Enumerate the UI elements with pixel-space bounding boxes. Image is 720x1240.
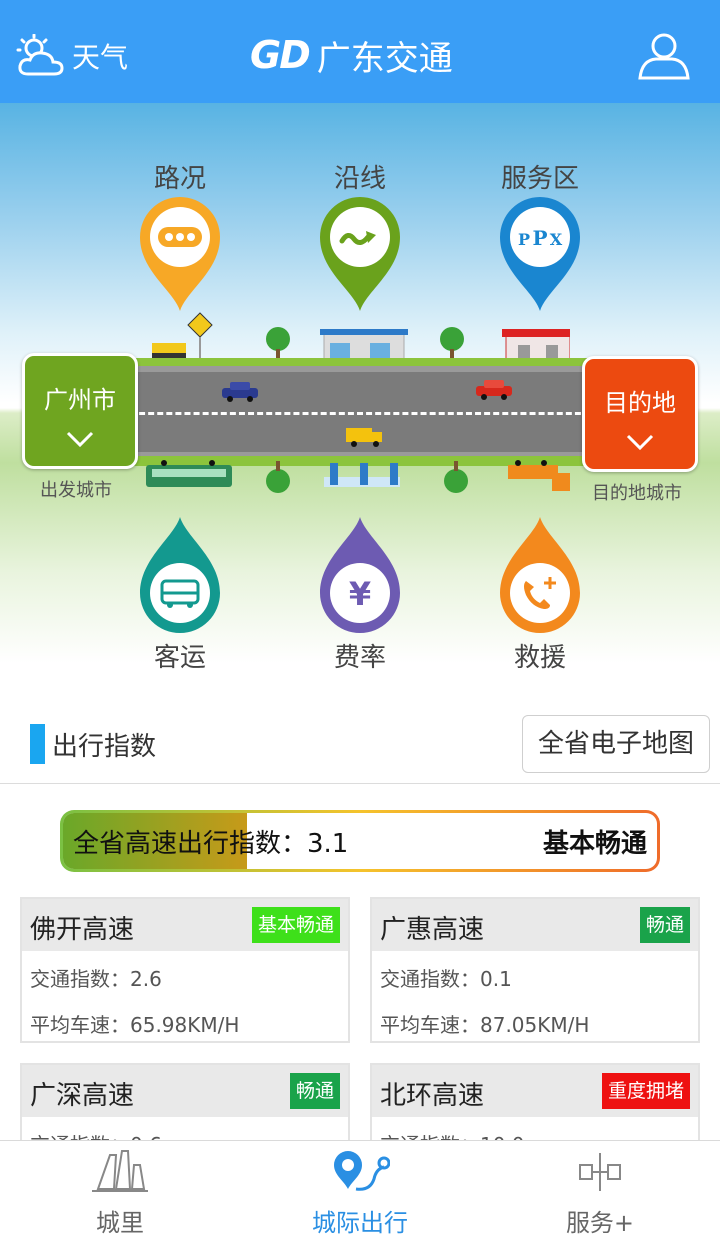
province-index-bar: 全省高速出行指数：3.1 基本畅通 [60,810,660,872]
grass-strip-top [130,358,590,368]
highway-road [130,366,590,458]
traffic-pin-button[interactable] [138,195,222,317]
along-route-pin-button[interactable] [318,195,402,317]
traffic-index-text: 交通指数：2.6 [30,967,162,991]
toll-gate-icon [324,463,400,487]
passenger-transport-pin-button[interactable] [138,515,222,639]
status-badge: 畅通 [289,1073,340,1109]
car-icon [476,380,512,400]
yen-icon: ¥ [320,517,400,633]
pin-label-service-area: 服务区 [500,164,579,194]
nav-item-service-plus[interactable]: 服务+ [480,1141,720,1240]
pin-label-rescue: 救援 [513,643,566,673]
pin-label-traffic: 路况 [153,164,206,194]
service-area-icon: P X P [500,197,580,311]
origin-city-button[interactable]: 广州市 [22,353,138,469]
roadside-scenery-bottom [146,460,570,493]
city-icon [92,1150,148,1192]
chevron-down-icon [25,425,135,453]
nav-label-service-plus: 服务+ [565,1209,635,1237]
highway-name: 北环高速 [380,1081,485,1111]
destination-city-name: 目的地 [604,389,676,417]
tree-icon [444,461,468,493]
weather-cloud-icon [16,34,64,76]
grass-strip-bottom [130,456,590,466]
gd-logo: GD [250,33,311,77]
nav-label-intercity: 城际出行 [312,1209,408,1237]
road-lane-divider [130,412,590,415]
tree-icon [440,327,464,363]
traffic-index-text: 交通指数：0.1 [380,967,512,991]
nav-item-city[interactable]: 城里 [0,1141,240,1240]
service-area-pin-button[interactable]: P X P [498,195,582,317]
route-arrow-icon [320,197,400,311]
traffic-light-icon [140,197,220,311]
highway-card[interactable]: 广惠高速 畅通 交通指数：0.1 平均车速：87.05KM/H [370,897,700,1043]
section-title: 出行指数 [52,732,157,762]
highway-name: 佛开高速 [30,915,135,945]
travel-index-header: 出行指数 全省电子地图 [0,712,720,784]
highway-name: 广惠高速 [380,915,485,945]
warning-sign-icon [187,312,213,363]
province-map-button[interactable]: 全省电子地图 [522,715,710,773]
destination-city-button[interactable]: 目的地 [582,356,698,472]
bus-icon [140,517,220,633]
truck-icon [346,428,382,447]
status-badge: 畅通 [639,907,690,943]
average-speed-text: 平均车速：87.05KM/H [380,1013,590,1037]
pin-label-toll-rate: 费率 [333,643,386,673]
origin-city-name: 广州市 [44,386,116,414]
chevron-down-icon [585,428,695,456]
highway-card[interactable]: 佛开高速 基本畅通 交通指数：2.6 平均车速：65.98KM/H [20,897,350,1043]
highway-card-header: 北环高速 重度拥堵 [372,1065,698,1117]
svg-text:¥: ¥ [349,575,371,613]
nav-item-intercity[interactable]: 城际出行 [240,1141,480,1240]
status-badge: 基本畅通 [251,907,340,943]
tow-truck-icon [508,460,570,491]
svg-text:P: P [518,230,530,249]
user-icon [638,33,690,80]
pin-label-passenger: 客运 [153,643,206,673]
pin-label-along-route: 沿线 [333,164,386,194]
highway-card-header: 广惠高速 畅通 [372,899,698,951]
app-brand: GD 广东交通 [250,30,453,80]
weather-label: 天气 [72,41,129,74]
nav-label-city: 城里 [96,1209,144,1237]
svg-text:P: P [532,226,547,250]
province-index-track: 全省高速出行指数：3.1 基本畅通 [63,813,657,869]
highway-card-header: 广深高速 畅通 [22,1065,348,1117]
tree-icon [266,461,290,493]
bottom-navigation: 城里 城际出行 服务+ [0,1140,720,1240]
weather-button[interactable]: 天气 [16,32,128,80]
highway-name: 广深高速 [30,1081,135,1111]
bus-side-icon [146,460,232,487]
status-badge: 重度拥堵 [601,1073,690,1109]
average-speed-text: 平均车速：65.98KM/H [30,1013,240,1037]
user-profile-button[interactable] [636,30,692,82]
service-plus-icon [579,1153,621,1191]
app-title: 广东交通 [316,38,453,79]
phone-plus-icon [500,517,580,633]
province-index-fill [63,813,248,869]
car-icon [222,382,258,402]
tree-icon [266,327,290,363]
province-index-label: 全省高速出行指数：3.1 [73,829,349,859]
province-index-status: 基本畅通 [542,829,647,859]
toll-rate-pin-button[interactable]: ¥ [318,515,402,639]
svg-text:X: X [550,230,563,249]
highway-card-header: 佛开高速 基本畅通 [22,899,348,951]
section-accent-bar [30,724,45,764]
origin-caption: 出发城市 [40,480,112,501]
destination-caption: 目的地城市 [592,483,682,504]
app-header: 天气 GD 广东交通 [0,0,720,103]
rescue-pin-button[interactable] [498,515,582,639]
route-hero: 路况 沿线 服务区 P X P [0,103,720,693]
intercity-route-icon [334,1151,390,1191]
